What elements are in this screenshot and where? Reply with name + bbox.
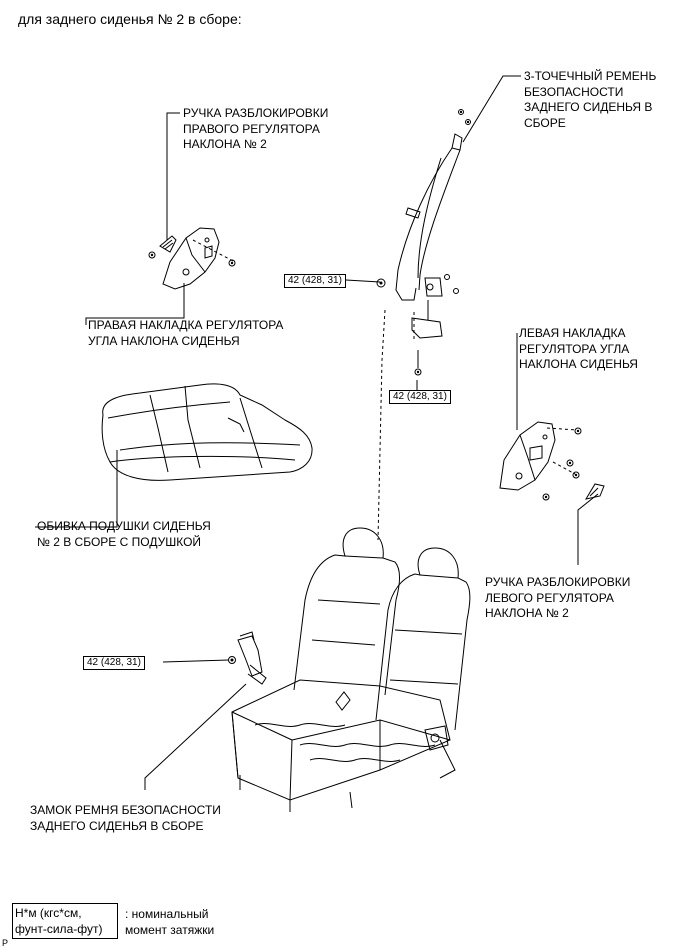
rear-seat-assembly (231, 527, 471, 812)
left-recliner-cover (499, 421, 582, 501)
label-left-recliner-cover: ЛЕВАЯ НАКЛАДКА РЕГУЛЯТОРА УГЛА НАКЛОНА С… (519, 326, 638, 371)
torque-legend-text: : номинальный момент затяжки (125, 907, 215, 937)
torque-legend-box: Н*м (кгс*см, фунт-сила-фут) (12, 903, 118, 939)
label-seat-belt-buckle: ЗАМОК РЕМНЯ БЕЗОПАСНОСТИ ЗАДНЕГО СИДЕНЬЯ… (30, 803, 221, 833)
torque-spec-buckle-bolt: 42 (428, 31) (83, 656, 145, 670)
label-left-release-handle: РУЧКА РАЗБЛОКИРОВКИ ЛЕВОГО РЕГУЛЯТОРА НА… (485, 575, 631, 620)
label-right-recliner-cover: ПРАВАЯ НАКЛАДКА РЕГУЛЯТОРА УГЛА НАКЛОНА … (88, 318, 284, 348)
torque-spec-belt-lower-anchor: 42 (428, 31) (389, 390, 451, 404)
label-rear-seat-belt: 3-ТОЧЕЧНЫЙ РЕМЕНЬ БЕЗОПАСНОСТИ ЗАДНЕГО С… (524, 69, 657, 130)
leader-lines (35, 75, 599, 790)
page-title: для заднего сиденья № 2 в сборе: (18, 11, 242, 27)
right-release-handle (148, 235, 177, 259)
seat-cushion-cover (101, 383, 313, 481)
left-release-handle (584, 483, 605, 500)
label-seat-cushion-cover: ОБИВКА ПОДУШКИ СИДЕНЬЯ № 2 В СБОРЕ С ПОД… (37, 519, 211, 549)
right-recliner-cover (162, 227, 236, 290)
fastener-heads (150, 110, 580, 662)
torque-spec-belt-upper-anchor: 42 (428, 31) (284, 274, 346, 288)
alignment-dashed-lines (192, 239, 578, 541)
label-right-release-handle: РУЧКА РАЗБЛОКИРОВКИ ПРАВОГО РЕГУЛЯТОРА Н… (183, 106, 329, 151)
seat-belt-buckle (228, 631, 267, 685)
footer-mark: P (2, 938, 9, 948)
rear-seat-belt-assembly (376, 109, 471, 376)
